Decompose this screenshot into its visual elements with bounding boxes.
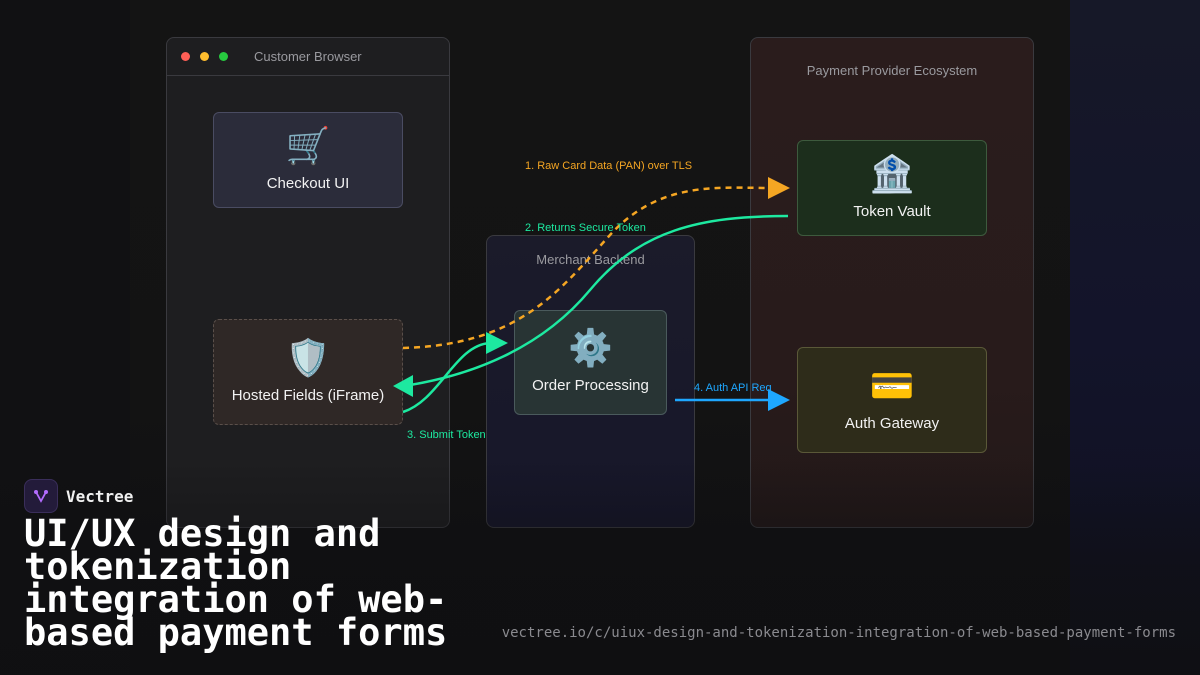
- page-title: UI/UX design and tokenization integratio…: [24, 512, 448, 654]
- minimize-dot-icon: [200, 52, 209, 61]
- bottom-shade: [0, 460, 1200, 675]
- customer-browser-panel: Customer Browser: [166, 37, 450, 528]
- merchant-backend-title: Merchant Backend: [536, 252, 645, 267]
- payment-provider-panel: Payment Provider Ecosystem: [750, 37, 1034, 528]
- browser-titlebar: Customer Browser: [167, 38, 449, 76]
- shopping-cart-icon: 🛒: [285, 125, 331, 167]
- credit-card-icon: 💳: [869, 365, 915, 407]
- auth-gateway-node: 💳 Auth Gateway: [797, 347, 987, 453]
- payment-provider-title: Payment Provider Ecosystem: [806, 63, 978, 78]
- gear-icon: ⚙️: [568, 328, 613, 369]
- browser-title: Customer Browser: [254, 49, 362, 64]
- hosted-fields-node: 🛡️ Hosted Fields (iFrame): [213, 319, 403, 425]
- checkout-ui-node: 🛒 Checkout UI: [213, 112, 403, 208]
- close-dot-icon: [181, 52, 190, 61]
- brand: Vectree: [24, 479, 133, 513]
- maximize-dot-icon: [219, 52, 228, 61]
- checkout-ui-label: Checkout UI: [266, 174, 350, 192]
- auth-gateway-label: Auth Gateway: [844, 414, 940, 432]
- page-url: vectree.io/c/uiux-design-and-tokenizatio…: [501, 625, 1176, 641]
- token-vault-node: 🏦 Token Vault: [797, 140, 987, 236]
- shield-icon: 🛡️: [285, 337, 331, 379]
- brand-name: Vectree: [66, 486, 134, 506]
- hosted-fields-label: Hosted Fields (iFrame): [231, 386, 385, 404]
- bank-icon: 🏦: [869, 153, 915, 195]
- vectree-logo-icon: [24, 479, 58, 513]
- order-processing-node: ⚙️ Order Processing: [514, 310, 667, 415]
- order-processing-label: Order Processing: [532, 377, 649, 394]
- token-vault-label: Token Vault: [853, 202, 931, 220]
